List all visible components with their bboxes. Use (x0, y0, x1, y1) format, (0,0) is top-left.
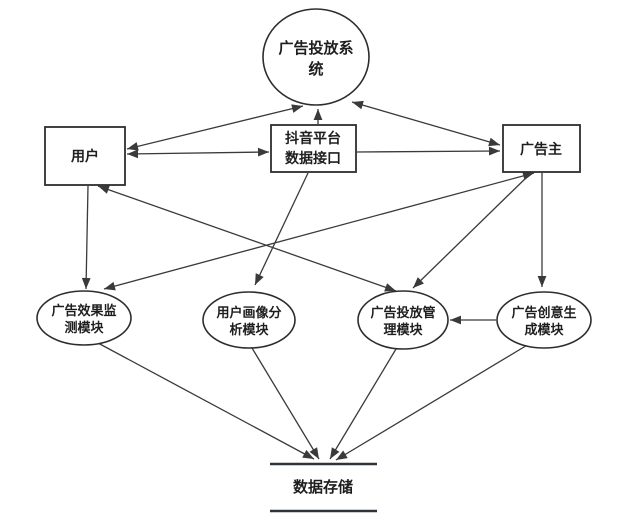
edges-layer (81, 100, 547, 461)
ad-delivery-system-shape (262, 8, 370, 106)
node-ad-creative-generation-module: 广告创意生 成模块 (496, 291, 592, 349)
advertiser-label: 广告主 (520, 141, 562, 157)
arrowhead (302, 449, 314, 459)
arrowhead (384, 283, 396, 292)
edge-user-monitor (81, 185, 91, 290)
arrowhead (330, 447, 340, 459)
ad-effect-monitor-shape (36, 290, 132, 346)
data-storage-label: 数据存储 (293, 478, 353, 496)
user-profile-analysis-label-line1: 用户画像分 (215, 305, 281, 320)
edge-data_interface-profile (254, 172, 309, 286)
ad-delivery-manager-label-line2: 理模块 (383, 322, 423, 337)
edge-manager-storage (329, 348, 397, 460)
edge-user-data_interface (126, 147, 270, 159)
ad-creative-generation-label-line2: 成模块 (524, 322, 564, 337)
node-user: 用户 (44, 126, 126, 186)
arrowhead (488, 137, 500, 147)
ad-effect-monitor-label-line2: 测模块 (64, 320, 104, 335)
arrowhead (127, 149, 139, 159)
arrowhead (309, 447, 319, 459)
node-ad-effect-monitor-module: 广告效果监 测模块 (36, 290, 132, 346)
arrowhead (291, 104, 303, 113)
arrowhead (413, 277, 424, 288)
edge-user-manager (97, 185, 397, 292)
edge-advertiser-manager (412, 173, 531, 289)
arrowhead (450, 315, 461, 325)
arrowhead (313, 109, 323, 120)
arrowhead (81, 277, 91, 289)
arrowhead (257, 147, 269, 157)
user-label: 用户 (71, 148, 99, 164)
edge-advertiser-monitor (103, 171, 535, 291)
data-interface-label-line1: 抖音平台 (285, 130, 341, 146)
ad-creative-generation-shape (496, 291, 592, 349)
ad-delivery-manager-shape (357, 290, 449, 350)
user-profile-analysis-shape (202, 291, 296, 349)
edge-profile-storage (251, 347, 320, 460)
edge-data_interface-advertiser (356, 146, 501, 156)
arrowhead (488, 146, 500, 156)
node-data-interface: 抖音平台 数据接口 (270, 124, 357, 173)
ad-delivery-system-label-line1: 广告投放系 (278, 39, 353, 57)
edge-monitor-storage (97, 342, 315, 460)
arrowhead (336, 450, 348, 460)
node-user-profile-analysis-module: 用户画像分 析模块 (202, 291, 296, 349)
ad-delivery-manager-label-line1: 广告投放管 (370, 305, 435, 320)
edge-data_interface-system (313, 109, 323, 124)
arrowhead (98, 185, 110, 194)
arrowhead (127, 142, 139, 151)
node-ad-delivery-manager-module: 广告投放管 理模块 (357, 290, 449, 350)
ad-effect-monitor-label-line1: 广告效果监 (51, 303, 116, 318)
arrowhead (537, 276, 547, 287)
edge-system-advertiser (351, 100, 501, 147)
advertiser-shape (502, 124, 581, 173)
node-ad-delivery-system: 广告投放系 统 (262, 8, 370, 106)
edge-advertiser-creative (537, 173, 547, 287)
ad-creative-generation-label-line1: 广告创意生 (511, 305, 576, 320)
ad-delivery-system-label-line2: 统 (308, 60, 323, 78)
data-interface-shape (270, 124, 357, 173)
user-profile-analysis-label-line2: 析模块 (229, 322, 269, 337)
edge-creative-manager (450, 315, 496, 325)
edge-user-system (126, 104, 304, 151)
node-advertiser: 广告主 (502, 124, 581, 173)
node-data-storage: 数据存储 (270, 462, 377, 513)
arrowhead (255, 273, 264, 285)
edge-creative-storage (335, 343, 530, 461)
user-shape (44, 126, 126, 186)
data-interface-label-line2: 数据接口 (285, 150, 341, 166)
arrowhead (104, 281, 116, 291)
arrowhead (352, 100, 364, 110)
